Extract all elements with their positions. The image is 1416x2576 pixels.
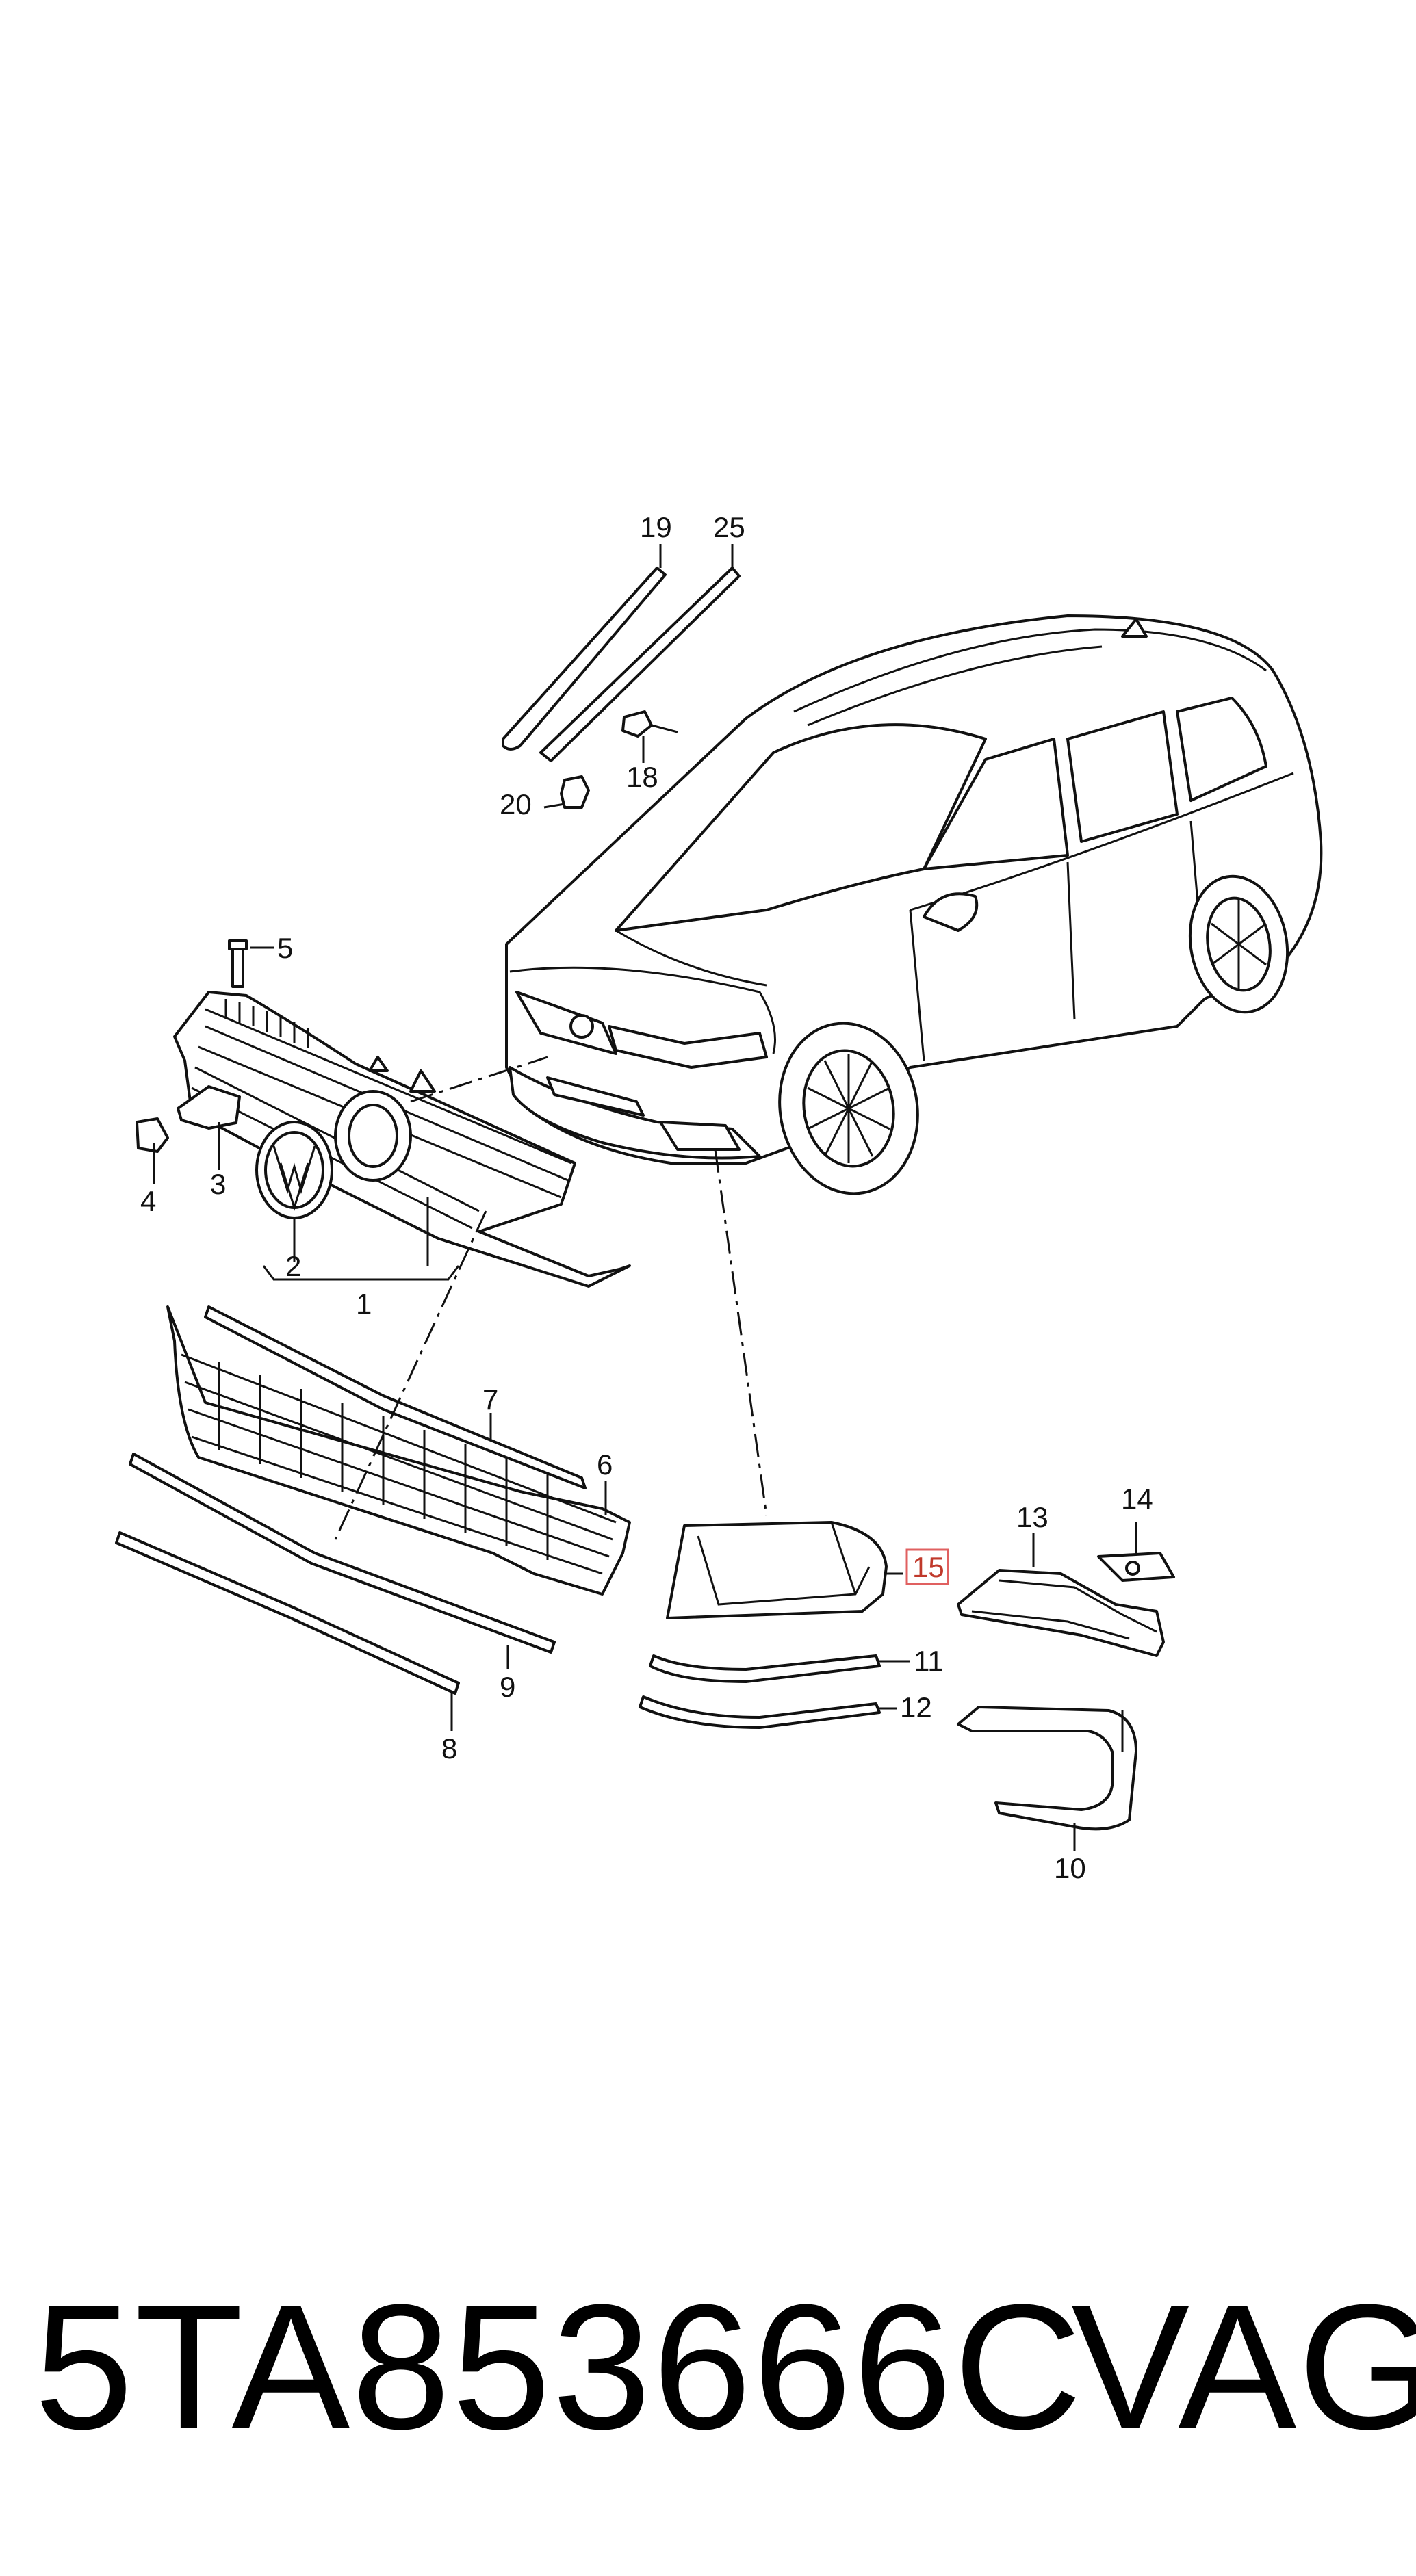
callout-13: 13 bbox=[1016, 1501, 1048, 1533]
part-15-trim bbox=[666, 1521, 888, 1619]
callout-12: 12 bbox=[900, 1691, 932, 1723]
callout-9: 9 bbox=[500, 1671, 515, 1703]
small-clips bbox=[136, 939, 248, 1153]
callout-18: 18 bbox=[626, 761, 658, 793]
lower-grille bbox=[166, 1305, 631, 1596]
callout-labels: 19 25 18 20 5 3 4 2 1 7 6 9 8 15 11 12 1… bbox=[140, 511, 1153, 1884]
callout-14: 14 bbox=[1121, 1483, 1153, 1515]
callout-15: 15 bbox=[912, 1551, 944, 1583]
callout-25: 25 bbox=[713, 511, 745, 543]
callout-3: 3 bbox=[210, 1168, 226, 1200]
exploded-parts-diagram: 19 25 18 20 5 3 4 2 1 7 6 9 8 15 11 12 1… bbox=[115, 511, 1323, 1884]
callout-10: 10 bbox=[1054, 1852, 1086, 1884]
callout-1: 1 bbox=[356, 1288, 372, 1320]
callout-2: 2 bbox=[285, 1250, 301, 1282]
callout-6: 6 bbox=[597, 1448, 613, 1481]
callout-11: 11 bbox=[914, 1645, 944, 1677]
vw-emblem bbox=[255, 1121, 333, 1219]
callout-20: 19 bbox=[640, 511, 672, 543]
part-13-bracket bbox=[957, 1569, 1165, 1657]
part-10-surround bbox=[957, 1706, 1137, 1831]
callout-19: 20 bbox=[500, 788, 532, 820]
footer: 5TA853666C VAG bbox=[0, 2258, 1416, 2463]
car-illustration bbox=[505, 614, 1323, 1195]
callout-5: 5 bbox=[277, 932, 293, 964]
callout-7: 7 bbox=[482, 1383, 498, 1416]
brand-name: VAG bbox=[1071, 2268, 1416, 2467]
callout-4: 4 bbox=[140, 1185, 156, 1217]
upper-grille bbox=[173, 991, 631, 1288]
part-number: 5TA853666C bbox=[34, 2268, 1083, 2467]
roof-trim-parts bbox=[502, 567, 741, 809]
callout-8: 8 bbox=[441, 1732, 457, 1765]
